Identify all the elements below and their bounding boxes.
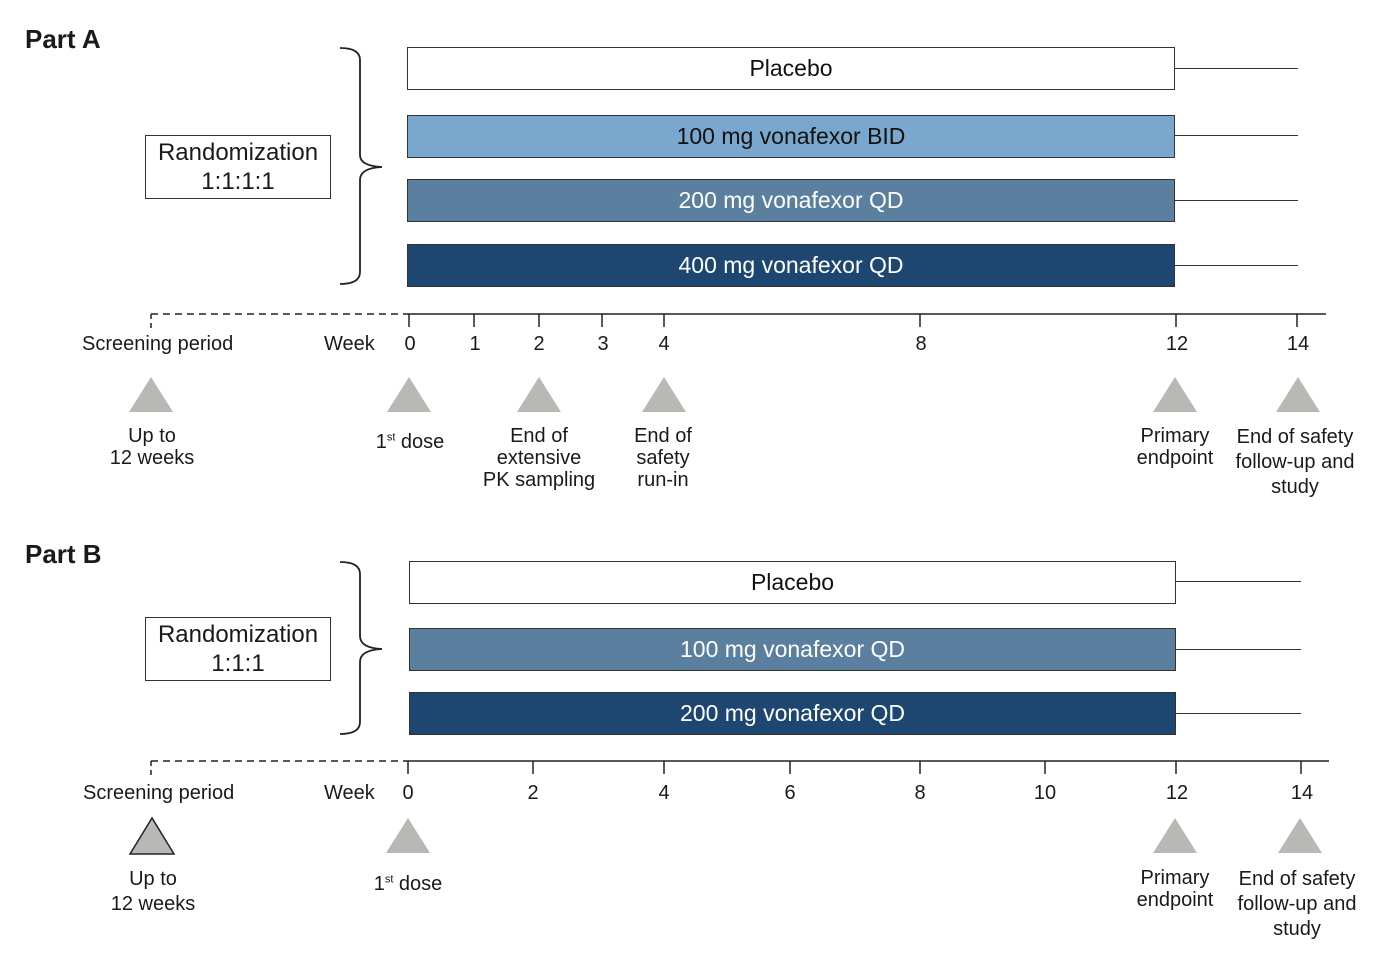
part-a-arm-100mg-bid: 100 mg vonafexor BID xyxy=(407,115,1175,158)
part-b-tick-label: 2 xyxy=(527,782,539,804)
part-b-tick-label: 12 xyxy=(1165,782,1189,804)
part-a-tick-label: 8 xyxy=(915,333,927,355)
part-b-brace xyxy=(339,561,383,735)
part-b-label-primary: Primary endpoint xyxy=(1136,867,1214,911)
part-a-label-screening: Up to 12 weeks xyxy=(109,425,195,469)
part-b-screening-label: Screening period xyxy=(83,782,235,804)
part-a-ticks xyxy=(408,314,1298,327)
part-a-title: Part A xyxy=(25,24,101,54)
part-b-label-screening: Up to 12 weeks xyxy=(110,868,196,915)
part-b-tick-label: 0 xyxy=(402,782,414,804)
part-b-arm-tail xyxy=(1176,649,1301,650)
part-b-marker-screening xyxy=(128,816,176,855)
part-b-arm-100mg-qd: 100 mg vonafexor QD xyxy=(409,628,1176,671)
randomization-label: Randomization xyxy=(157,621,319,648)
part-a-week-label: Week xyxy=(324,333,375,355)
part-a-label-primary: Primary endpoint xyxy=(1136,425,1214,469)
part-b-arm-tail xyxy=(1176,713,1301,714)
part-a-randomization-box: Randomization 1:1:1:1 xyxy=(145,135,331,199)
part-a-tick-label: 0 xyxy=(404,333,416,355)
part-a-arm-tail xyxy=(1175,265,1298,266)
part-a-arm-placebo: Placebo xyxy=(407,47,1175,90)
part-a-arm-400mg-qd: 400 mg vonafexor QD xyxy=(407,244,1175,287)
part-b-randomization-box: Randomization 1:1:1 xyxy=(145,617,331,681)
part-b-tick-label: 8 xyxy=(914,782,926,804)
part-a-marker-end xyxy=(1276,377,1320,412)
part-b-marker-primary xyxy=(1153,818,1197,853)
part-a-tick-label: 4 xyxy=(658,333,670,355)
part-a-marker-primary xyxy=(1153,377,1197,412)
part-b-arm-placebo: Placebo xyxy=(409,561,1176,604)
part-b-label-first-dose: 1st dose xyxy=(373,873,443,895)
randomization-label: Randomization xyxy=(157,139,319,166)
part-a-marker-screening xyxy=(129,377,173,412)
part-b-marker-first-dose xyxy=(386,818,430,853)
part-a-brace xyxy=(339,47,383,285)
randomization-ratio: 1:1:1 xyxy=(211,650,265,677)
part-a-marker-pk xyxy=(517,377,561,412)
part-b-title: Part B xyxy=(25,539,102,569)
part-a-tick-label: 1 xyxy=(469,333,481,355)
part-a-arm-tail xyxy=(1175,200,1298,201)
part-b-arm-200mg-qd: 200 mg vonafexor QD xyxy=(409,692,1176,735)
part-a-arm-tail xyxy=(1175,68,1298,69)
part-b-tick-label: 4 xyxy=(658,782,670,804)
randomization-ratio: 1:1:1:1 xyxy=(201,168,275,195)
part-a-screening-label: Screening period xyxy=(82,333,234,355)
part-a-tick-label: 12 xyxy=(1165,333,1189,355)
part-a-tick-label: 2 xyxy=(533,333,545,355)
part-a-arm-tail xyxy=(1175,135,1298,136)
part-a-tick-label: 14 xyxy=(1286,333,1310,355)
part-a-label-end: End of safety follow-up and study xyxy=(1235,426,1355,498)
part-b-tick-label: 6 xyxy=(784,782,796,804)
part-b-label-end: End of safety follow-up and study xyxy=(1237,868,1357,940)
part-a-marker-run-in xyxy=(642,377,686,412)
part-a-label-pk: End of extensive PK sampling xyxy=(482,425,596,491)
part-a-tick-label: 3 xyxy=(597,333,609,355)
part-b-ticks xyxy=(407,761,1302,774)
part-a-label-first-dose: 1st dose xyxy=(375,431,445,453)
part-b-tick-label: 10 xyxy=(1033,782,1057,804)
part-a-arm-200mg-qd: 200 mg vonafexor QD xyxy=(407,179,1175,222)
part-b-tick-label: 14 xyxy=(1290,782,1314,804)
part-b-week-label: Week xyxy=(324,782,375,804)
part-a-marker-first-dose xyxy=(387,377,431,412)
part-b-arm-tail xyxy=(1176,581,1301,582)
part-a-label-run-in: End of safety run-in xyxy=(634,425,692,491)
part-b-marker-end xyxy=(1278,818,1322,853)
